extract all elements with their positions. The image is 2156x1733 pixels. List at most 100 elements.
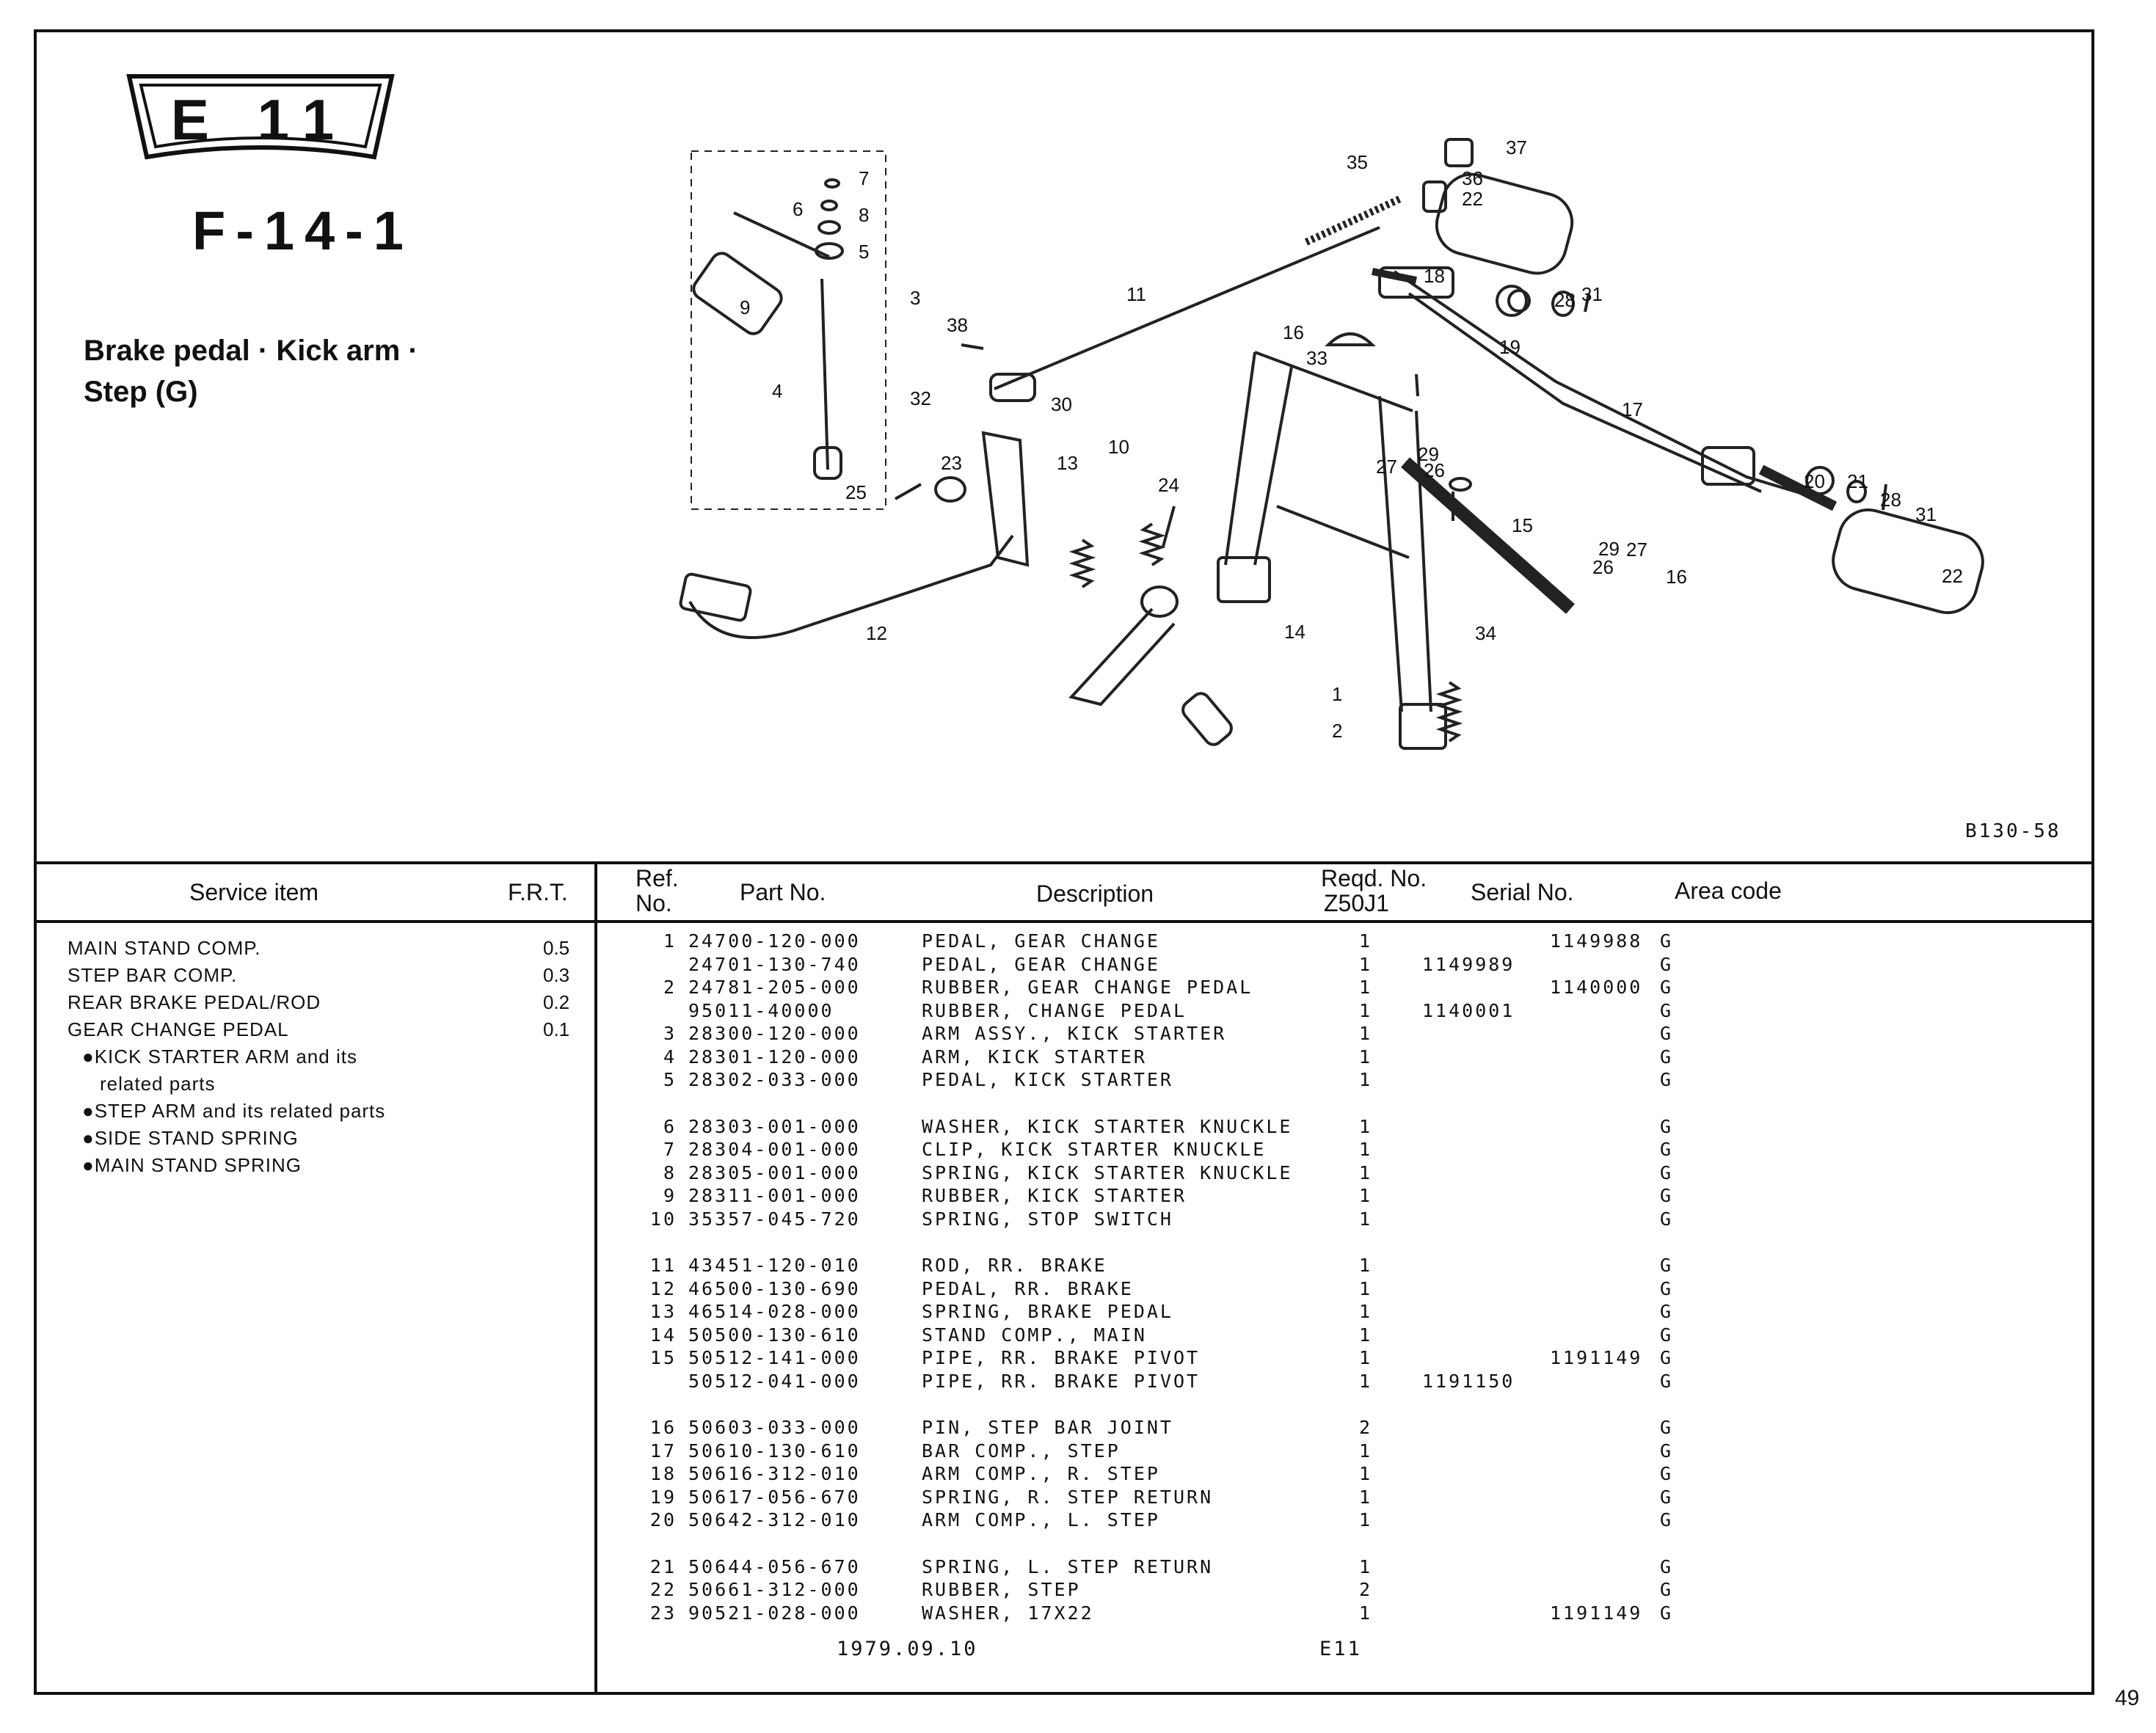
callout-label: 36: [1462, 167, 1483, 189]
page-number: 49: [2115, 1686, 2140, 1710]
part-ref-cell: 15: [649, 1347, 677, 1368]
callout-label: 19: [1499, 336, 1521, 358]
part-part-cell: 50661-312-000: [688, 1579, 861, 1600]
part-desc-cell: PEDAL, KICK STARTER: [922, 1069, 1173, 1090]
callout-label: 38: [947, 314, 968, 336]
service-item-label: related parts: [100, 1073, 216, 1095]
part-part-cell: 50617-056-670: [688, 1486, 861, 1508]
reqd-header-line2: Z50J1: [1324, 890, 1389, 916]
part-part-cell: 28302-033-000: [688, 1069, 861, 1090]
part-area-cell: G: [1660, 999, 1674, 1021]
part-qty-cell: 1: [1359, 1301, 1373, 1322]
part-qty-cell: 1: [1359, 999, 1373, 1021]
part-part-cell: 50603-033-000: [688, 1417, 861, 1438]
part-qty-cell: 1: [1359, 1069, 1373, 1090]
callout-label: 16: [1666, 566, 1687, 588]
part-part-cell: 50500-130-610: [688, 1324, 861, 1346]
part-area-cell: G: [1660, 1139, 1674, 1160]
callout-label: 21: [1847, 470, 1868, 492]
part-ref-cell: 11: [649, 1255, 677, 1276]
part-ref-cell: 20: [649, 1509, 677, 1530]
part-ref-cell: 23: [649, 1602, 677, 1624]
reqd-no-header: Reqd. No. Z50J1: [1321, 866, 1427, 916]
part-area-cell: G: [1660, 1370, 1674, 1392]
figure-code: F-14-1: [192, 200, 414, 261]
callout-label: 25: [845, 481, 867, 503]
callout-labels: 1 2 3 4 5 6 7 8 9 10 11 12 13 14 15 16 1…: [740, 136, 1963, 742]
part-area-cell: G: [1660, 1463, 1674, 1484]
part-to-cell: 1149988: [1550, 930, 1643, 952]
callout-label: 1: [1332, 683, 1342, 705]
part-area-cell: G: [1660, 1324, 1674, 1346]
callout-label: 28: [1880, 489, 1901, 511]
frt-header: F.R.T.: [508, 879, 568, 905]
part-area-cell: G: [1660, 977, 1674, 998]
callout-label: 24: [1158, 474, 1179, 496]
part-ref-cell: 1: [663, 930, 677, 952]
part-desc-cell: WASHER, 17X22: [922, 1602, 1094, 1624]
part-area-cell: G: [1660, 1255, 1674, 1276]
part-qty-cell: 1: [1359, 1602, 1373, 1624]
part-desc-cell: RUBBER, STEP: [922, 1579, 1081, 1600]
service-item-label: STEP BAR COMP.: [68, 964, 238, 986]
service-item-header: Service item: [189, 879, 319, 905]
service-item-frt: 0.3: [543, 964, 570, 986]
part-area-cell: G: [1660, 1602, 1674, 1624]
part-desc-cell: BAR COMP., STEP: [922, 1440, 1121, 1462]
part-to-cell: 1140000: [1550, 977, 1643, 998]
part-qty-cell: 1: [1359, 1115, 1373, 1137]
service-item-label: ●MAIN STAND SPRING: [82, 1154, 302, 1176]
part-ref-cell: 10: [649, 1208, 677, 1230]
part-qty-cell: 1: [1359, 1139, 1373, 1160]
part-ref-cell: 16: [649, 1417, 677, 1438]
part-ref-cell: 13: [649, 1301, 677, 1322]
callout-label: 13: [1057, 452, 1078, 474]
part-area-cell: G: [1660, 1069, 1674, 1090]
footer-section: E11: [1319, 1638, 1362, 1660]
part-qty-cell: 1: [1359, 1046, 1373, 1068]
callout-label: 4: [772, 380, 782, 402]
part-part-cell: 50616-312-010: [688, 1463, 861, 1484]
service-item-frt: 0.2: [543, 991, 570, 1013]
part-qty-cell: 2: [1359, 1417, 1373, 1438]
part-ref-cell: 5: [663, 1069, 677, 1090]
part-qty-cell: 1: [1359, 930, 1373, 952]
part-desc-cell: PIPE, RR. BRAKE PIVOT: [922, 1370, 1201, 1392]
page-title: Brake pedal · Kick arm · Step (G): [84, 330, 418, 412]
part-qty-cell: 1: [1359, 1347, 1373, 1368]
callout-label: 3: [910, 287, 920, 309]
exploded-parts-diagram: 1 2 3 4 5 6 7 8 9 10 11 12 13 14 15 16 1…: [679, 136, 1984, 750]
callout-label: 35: [1347, 151, 1368, 173]
part-to-cell: 1191149: [1550, 1347, 1643, 1368]
part-desc-cell: RUBBER, CHANGE PEDAL: [922, 999, 1187, 1021]
part-area-cell: G: [1660, 1486, 1674, 1508]
part-qty-cell: 1: [1359, 977, 1373, 998]
part-qty-cell: 1: [1359, 1486, 1373, 1508]
part-area-cell: G: [1660, 1417, 1674, 1438]
part-desc-cell: WASHER, KICK STARTER KNUCKLE: [922, 1115, 1293, 1137]
section-badge: E 11: [170, 87, 351, 152]
reqd-header-line1: Reqd. No.: [1321, 865, 1427, 891]
title-line-1: Brake pedal · Kick arm ·: [84, 335, 418, 367]
part-area-cell: G: [1660, 1509, 1674, 1530]
part-qty-cell: 1: [1359, 1185, 1373, 1206]
callout-label: 10: [1108, 436, 1129, 458]
part-from-cell: 1191150: [1422, 1370, 1515, 1392]
part-part-cell: 50512-141-000: [688, 1347, 861, 1368]
callout-label: 7: [859, 167, 869, 189]
part-ref-cell: 9: [663, 1185, 677, 1206]
part-desc-cell: SPRING, STOP SWITCH: [922, 1208, 1173, 1230]
table-header-divider: [34, 920, 2094, 923]
title-line-2: Step (G): [84, 376, 198, 408]
callout-label: 14: [1284, 621, 1305, 643]
part-area-cell: G: [1660, 1555, 1674, 1577]
service-item-label: MAIN STAND COMP.: [68, 937, 261, 959]
callout-label: 9: [740, 296, 750, 318]
part-area-cell: G: [1660, 1115, 1674, 1137]
ref-no-header: Ref. No.: [635, 866, 679, 916]
part-ref-cell: 17: [649, 1440, 677, 1462]
part-area-cell: G: [1660, 953, 1674, 975]
service-item-label: REAR BRAKE PEDAL/ROD: [68, 991, 321, 1013]
callout-label: 11: [1126, 283, 1146, 305]
section-badge-icon: [126, 74, 395, 160]
